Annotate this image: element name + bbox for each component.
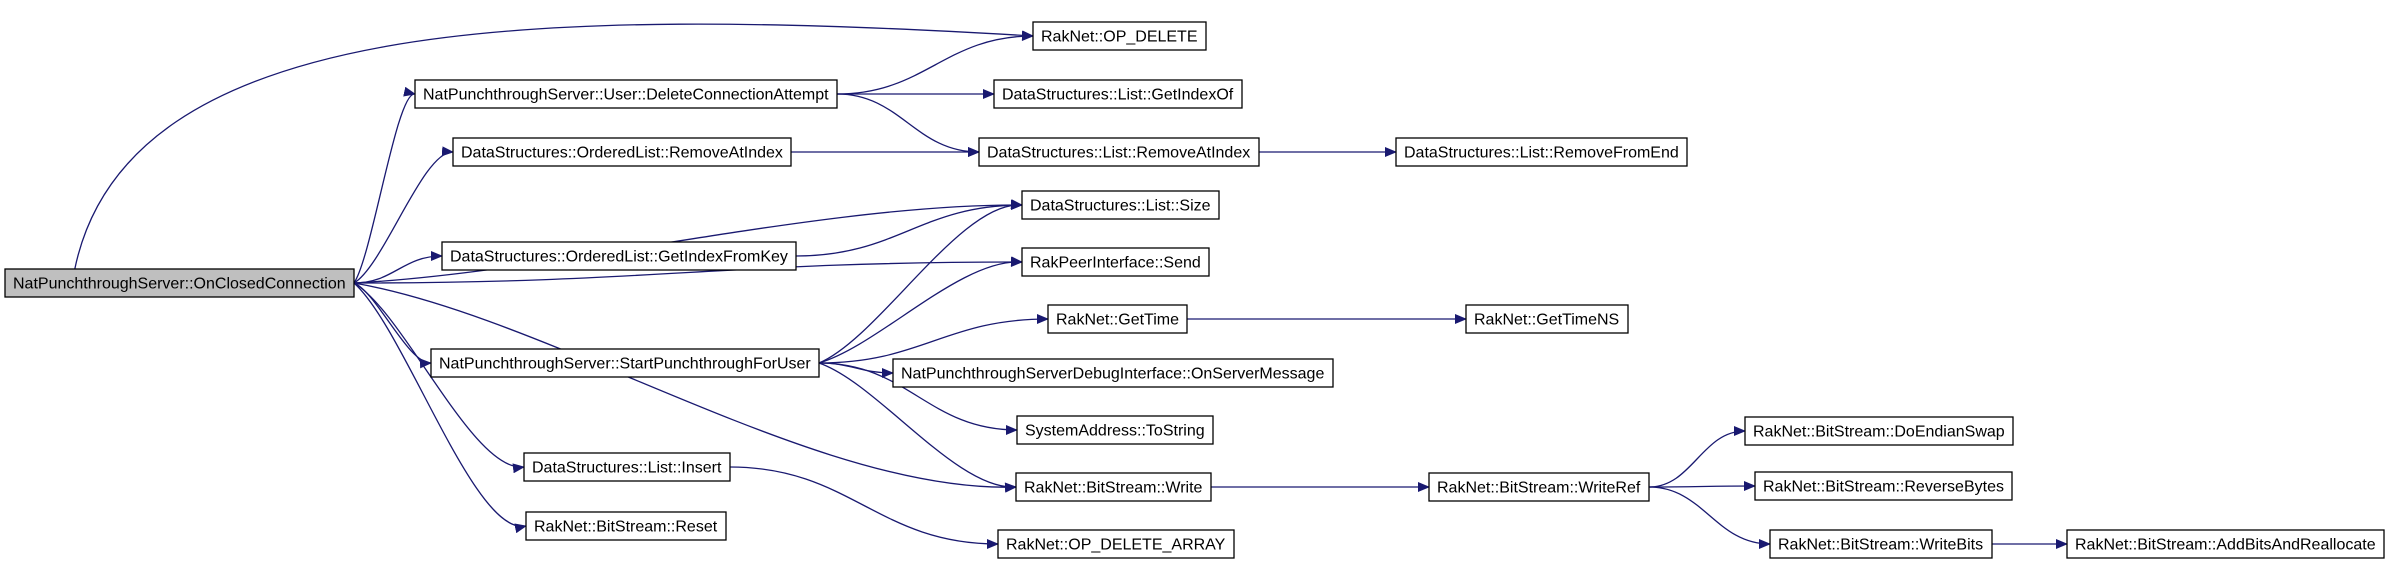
node-sysaddr-tostring[interactable]: SystemAddress::ToString — [1016, 415, 1214, 445]
edge-start-pfu-to-gettime — [818, 314, 1049, 364]
edge-start-pfu-to-sysaddr-tostring — [818, 362, 1018, 435]
node-box — [1015, 472, 1212, 502]
node-label: DataStructures::OrderedList::GetIndexFro… — [450, 249, 788, 266]
edge-root-to-list-size — [353, 199, 1023, 284]
node-box — [1021, 247, 1210, 277]
node-start-pfu[interactable]: NatPunchthroughServer::StartPunchthrough… — [430, 348, 820, 378]
node-label: DataStructures::List::Insert — [532, 460, 722, 477]
node-label: DataStructures::List::RemoveFromEnd — [1404, 145, 1679, 162]
node-rpi-send[interactable]: RakPeerInterface::Send — [1021, 247, 1210, 277]
node-box — [414, 79, 838, 109]
edge-olist-getindexfromkey-to-list-size — [795, 200, 1023, 257]
node-label: RakNet::BitStream::AddBitsAndReallocate — [2075, 537, 2376, 554]
node-user-dca[interactable]: NatPunchthroughServer::User::DeleteConne… — [414, 79, 838, 109]
node-box — [978, 137, 1260, 167]
node-box — [1047, 304, 1188, 334]
edge-user-dca-to-op-delete — [836, 31, 1034, 95]
node-label: SystemAddress::ToString — [1025, 423, 1205, 440]
edge-start-pfu-to-bs-write — [818, 362, 1017, 493]
edge-user-dca-to-list-removeatindex — [836, 93, 980, 157]
node-box — [525, 511, 727, 541]
node-box — [441, 241, 797, 271]
node-list-removefromend[interactable]: DataStructures::List::RemoveFromEnd — [1395, 137, 1688, 167]
node-box — [430, 348, 820, 378]
node-box — [1395, 137, 1688, 167]
node-box — [1428, 472, 1650, 502]
edge-start-pfu-to-rpi-send — [818, 256, 1023, 364]
edge-root-to-bs-write — [353, 282, 1017, 493]
edge-root-to-op-delete — [74, 23, 1034, 270]
node-bs-writebits[interactable]: RakNet::BitStream::WriteBits — [1769, 529, 1993, 559]
node-root: NatPunchthroughServer::OnClosedConnectio… — [4, 268, 355, 298]
node-box — [892, 358, 1334, 388]
node-box — [4, 268, 355, 298]
edge-root-to-bs-reset — [353, 282, 527, 534]
edge-bs-writeref-to-bs-reversebytes — [1648, 481, 1756, 492]
node-label: DataStructures::List::GetIndexOf — [1002, 87, 1234, 104]
node-bs-reversebytes[interactable]: RakNet::BitStream::ReverseBytes — [1754, 471, 2013, 501]
node-box — [993, 79, 1243, 109]
node-box — [2066, 529, 2385, 559]
node-label: RakNet::GetTimeNS — [1474, 312, 1619, 329]
edge-bs-writeref-to-bs-writebits — [1648, 486, 1771, 549]
node-op-delete-array[interactable]: RakNet::OP_DELETE_ARRAY — [997, 529, 1235, 559]
node-olist-removeatindex[interactable]: DataStructures::OrderedList::RemoveAtInd… — [452, 137, 792, 167]
node-label: DataStructures::List::Size — [1030, 198, 1211, 215]
node-gettime[interactable]: RakNet::GetTime — [1047, 304, 1188, 334]
node-label: NatPunchthroughServer::StartPunchthrough… — [439, 356, 811, 373]
edge-root-to-olist-getindexfromkey — [353, 251, 443, 284]
node-bs-doendianswap[interactable]: RakNet::BitStream::DoEndianSwap — [1744, 416, 2014, 446]
edge-root-to-olist-removeatindex — [353, 146, 454, 284]
node-box — [1021, 190, 1220, 220]
node-label: DataStructures::OrderedList::RemoveAtInd… — [461, 145, 783, 162]
node-list-getindexof[interactable]: DataStructures::List::GetIndexOf — [993, 79, 1243, 109]
node-label: RakNet::BitStream::DoEndianSwap — [1753, 424, 2005, 441]
edge-start-pfu-to-list-size — [818, 199, 1023, 364]
node-box — [1016, 415, 1214, 445]
edge-root-to-user-dca — [353, 86, 416, 284]
node-label: NatPunchthroughServer::OnClosedConnectio… — [13, 276, 346, 293]
node-list-insert[interactable]: DataStructures::List::Insert — [523, 452, 731, 482]
node-op-delete[interactable]: RakNet::OP_DELETE — [1032, 21, 1207, 51]
node-box — [452, 137, 792, 167]
node-box — [1465, 304, 1629, 334]
node-label: RakNet::BitStream::WriteRef — [1437, 480, 1641, 497]
node-label: RakNet::BitStream::Write — [1024, 480, 1203, 497]
node-bs-write[interactable]: RakNet::BitStream::Write — [1015, 472, 1212, 502]
node-label: RakPeerInterface::Send — [1030, 255, 1201, 272]
edge-bs-writeref-to-bs-doendianswap — [1648, 426, 1746, 488]
node-label: NatPunchthroughServerDebugInterface::OnS… — [901, 366, 1324, 383]
node-box — [997, 529, 1235, 559]
edges-layer — [74, 23, 2068, 549]
node-label: NatPunchthroughServer::User::DeleteConne… — [423, 87, 829, 104]
node-label: RakNet::BitStream::Reset — [534, 519, 718, 536]
node-box — [1032, 21, 1207, 51]
node-label: RakNet::BitStream::WriteBits — [1778, 537, 1983, 554]
node-label: RakNet::OP_DELETE_ARRAY — [1006, 537, 1226, 554]
node-bs-reset[interactable]: RakNet::BitStream::Reset — [525, 511, 727, 541]
node-debug-onservermessage[interactable]: NatPunchthroughServerDebugInterface::OnS… — [892, 358, 1334, 388]
node-box — [1769, 529, 1993, 559]
node-label: RakNet::BitStream::ReverseBytes — [1763, 479, 2004, 496]
node-bs-addbits[interactable]: RakNet::BitStream::AddBitsAndReallocate — [2066, 529, 2385, 559]
node-label: RakNet::GetTime — [1056, 312, 1179, 329]
node-label: DataStructures::List::RemoveAtIndex — [987, 145, 1250, 162]
nodes-layer: NatPunchthroughServer::OnClosedConnectio… — [4, 21, 2385, 559]
node-label: RakNet::OP_DELETE — [1041, 29, 1198, 46]
edge-root-to-rpi-send — [353, 257, 1023, 284]
node-box — [1754, 471, 2013, 501]
node-gettimens[interactable]: RakNet::GetTimeNS — [1465, 304, 1629, 334]
node-box — [1744, 416, 2014, 446]
edge-root-to-list-insert — [353, 282, 525, 474]
node-bs-writeref[interactable]: RakNet::BitStream::WriteRef — [1428, 472, 1650, 502]
node-list-removeatindex[interactable]: DataStructures::List::RemoveAtIndex — [978, 137, 1260, 167]
node-olist-getindexfromkey[interactable]: DataStructures::OrderedList::GetIndexFro… — [441, 241, 797, 271]
node-box — [523, 452, 731, 482]
edge-list-insert-to-op-delete-array — [729, 466, 999, 549]
node-list-size[interactable]: DataStructures::List::Size — [1021, 190, 1220, 220]
